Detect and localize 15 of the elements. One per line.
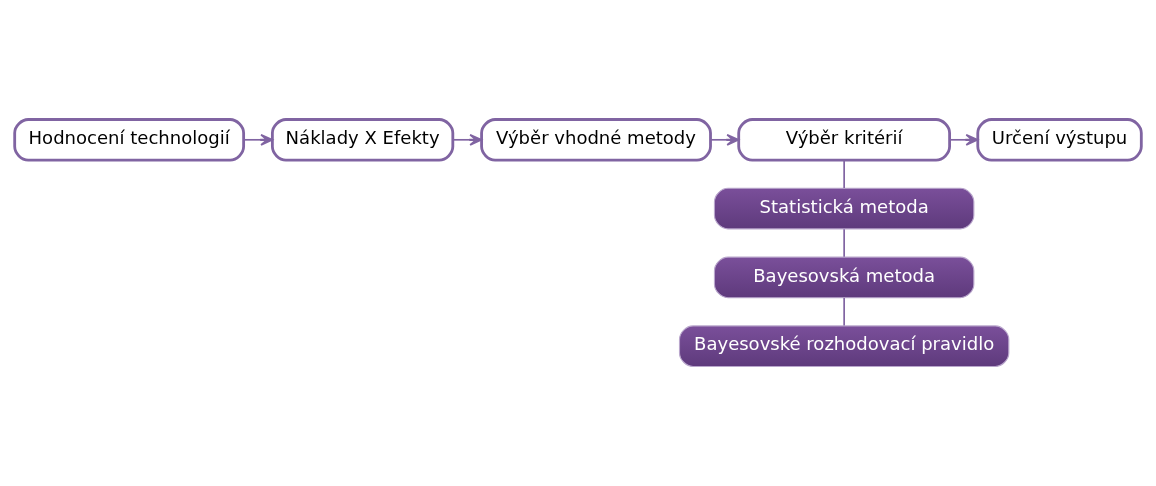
node-box: Bayesovská metoda [713, 256, 975, 299]
node-box: Hodnocení technologií [13, 118, 246, 162]
node-box: Statistická metoda [713, 187, 975, 230]
arrow [242, 133, 274, 146]
node-box: Bayesovské rozhodovací pravidlo [678, 325, 1010, 368]
node-box: Určení výstupu [976, 118, 1143, 162]
node-box: Výběr kritérií [737, 118, 951, 162]
connector [843, 159, 845, 189]
node-box: Výběr vhodné metody [480, 118, 712, 162]
connector [843, 297, 845, 327]
node-box: Náklady X Efekty [270, 118, 455, 162]
arrow [709, 133, 740, 146]
arrow [452, 133, 483, 146]
connector [843, 228, 845, 258]
arrow [948, 133, 979, 146]
